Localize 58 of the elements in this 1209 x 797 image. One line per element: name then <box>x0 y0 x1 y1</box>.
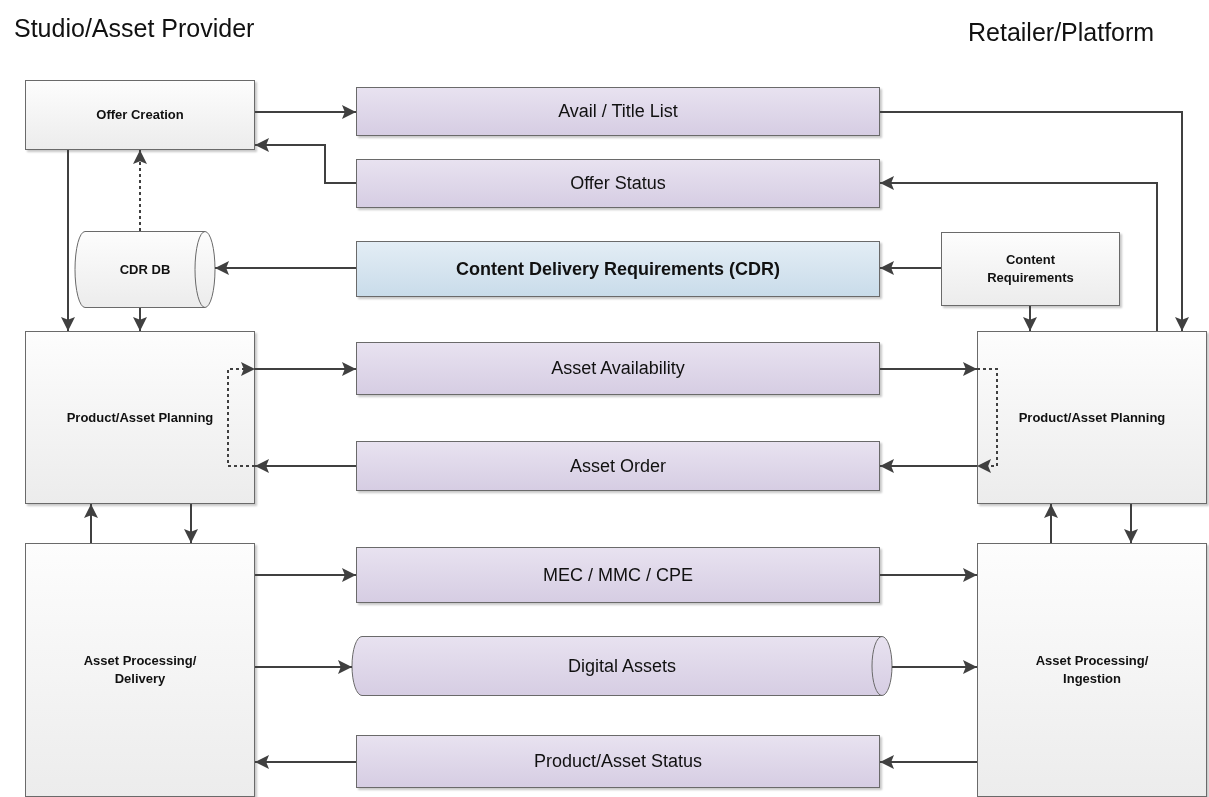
process-box <box>356 735 880 788</box>
box-label: Asset Processing/ Delivery <box>82 652 198 688</box>
box-label: Asset Order <box>570 455 666 477</box>
arrow <box>891 660 978 674</box>
arrow <box>133 307 147 332</box>
box-label: Content Requirements <box>986 251 1075 287</box>
arrow <box>254 105 357 119</box>
box-label: Product/Asset Status <box>533 751 703 772</box>
arrow <box>879 755 978 769</box>
box-label: Offer Status <box>570 173 666 194</box>
arrow <box>254 459 357 473</box>
column-heading: Retailer/Platform <box>968 18 1155 47</box>
arrow <box>976 368 998 473</box>
column-heading: Studio/Asset Provider <box>14 14 255 43</box>
process-box <box>356 441 880 491</box>
process-box <box>356 547 880 603</box>
arrow <box>254 138 357 184</box>
box-label: Offer Creation <box>96 106 184 124</box>
box-label: Asset Processing/ Ingestion <box>1034 652 1150 688</box>
arrow <box>879 568 978 582</box>
arrow <box>254 568 357 582</box>
box-label: Avail / Title List <box>558 101 678 122</box>
arrow <box>1124 503 1138 544</box>
process-box <box>25 331 255 504</box>
box-label: Content Delivery Requirements (CDR) <box>455 258 781 280</box>
box-label: CDR DB <box>119 260 171 279</box>
process-box <box>356 87 880 136</box>
box-label: Product/Asset Planning <box>66 408 214 427</box>
arrow <box>879 176 1158 332</box>
process-box <box>356 159 880 208</box>
arrow <box>227 362 256 467</box>
arrow <box>879 362 978 376</box>
box-label: Asset Availability <box>551 358 685 379</box>
arrow <box>184 503 198 544</box>
arrow <box>879 111 1189 332</box>
arrow <box>84 503 98 544</box>
box-label: MEC / MMC / CPE <box>543 564 693 586</box>
box-label: Product/Asset Planning <box>1018 408 1166 427</box>
arrow <box>254 362 357 376</box>
database-cylinder <box>75 231 215 308</box>
arrow <box>1044 503 1058 544</box>
process-box <box>25 543 255 797</box>
arrow <box>61 149 75 332</box>
process-box <box>356 342 880 395</box>
process-box <box>941 232 1120 306</box>
arrow <box>214 261 357 275</box>
data-store-cylinder <box>352 636 892 696</box>
arrow <box>879 459 978 473</box>
arrow <box>133 149 147 232</box>
arrow <box>1023 305 1037 332</box>
process-box <box>25 80 255 150</box>
process-box <box>977 543 1207 797</box>
arrow <box>254 755 357 769</box>
box-label: Digital Assets <box>567 655 676 677</box>
process-box <box>977 331 1207 504</box>
arrow <box>879 261 942 275</box>
arrow <box>254 660 353 674</box>
process-box <box>356 241 880 297</box>
